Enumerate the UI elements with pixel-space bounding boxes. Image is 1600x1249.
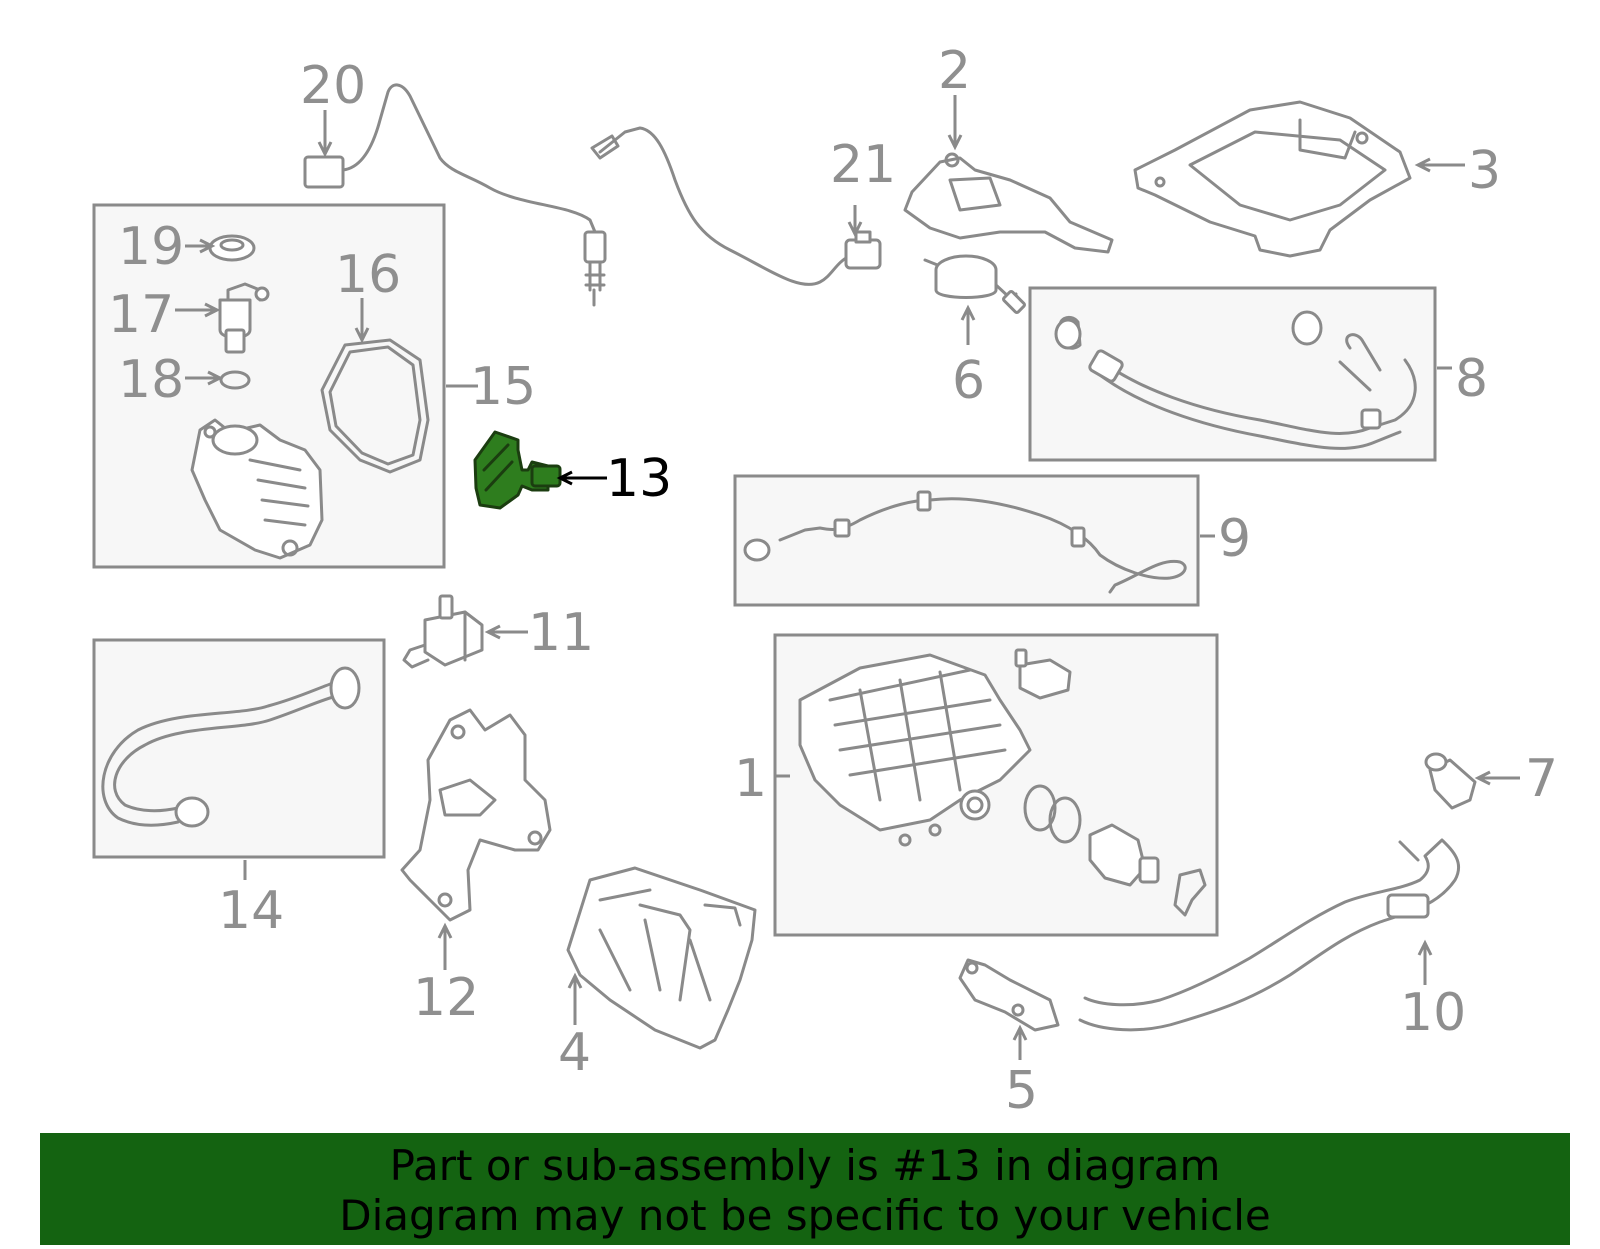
callout-18: 18: [118, 350, 184, 410]
callout-15: 15: [470, 357, 536, 417]
callout-16: 16: [335, 245, 401, 305]
callout-2: 2: [938, 41, 971, 101]
callout-4: 4: [558, 1023, 591, 1083]
part-4-heat-shield: [566, 866, 757, 1050]
part-14-hose: [101, 666, 361, 828]
callout-6: 6: [952, 351, 985, 411]
part-3-support-frame: [1133, 100, 1412, 258]
part-5-bracket: [958, 958, 1060, 1032]
callout-11: 11: [528, 603, 594, 663]
part-17-valve: [218, 282, 270, 354]
callout-8: 8: [1455, 349, 1488, 409]
part-12-bracket: [400, 708, 552, 922]
part-15-housing: [190, 418, 324, 560]
banner-line-2: Diagram may not be specific to your vehi…: [339, 1191, 1271, 1240]
part-10-hose: [1078, 838, 1461, 1032]
callout-12: 12: [413, 968, 479, 1028]
callout-19: 19: [118, 217, 184, 277]
part-18-o-ring: [219, 370, 251, 390]
callout-20: 20: [300, 56, 366, 116]
part-8-vapor-hose: [1054, 310, 1417, 450]
callout-1: 1: [734, 749, 767, 809]
part-7-fitting: [1424, 752, 1477, 810]
part-11-check-valve: [402, 594, 484, 669]
part-19-seal: [208, 234, 256, 262]
callout-14: 14: [218, 881, 284, 941]
leader-lines: [175, 95, 1520, 1060]
callout-7: 7: [1525, 749, 1558, 809]
callout-13[interactable]: 13: [606, 449, 672, 509]
info-banner: Part or sub-assembly is #13 in diagram D…: [40, 1133, 1570, 1245]
callout-21: 21: [830, 135, 896, 195]
part-6-purge-valve: [923, 254, 1026, 314]
callout-17: 17: [108, 285, 174, 345]
callout-5: 5: [1005, 1061, 1038, 1121]
group-box-9: [733, 474, 1200, 607]
callout-3: 3: [1468, 141, 1501, 201]
part-2-bracket: [903, 152, 1114, 254]
part-16-gasket: [320, 338, 430, 474]
callout-10: 10: [1400, 983, 1466, 1043]
part-9-vent-hose: [743, 490, 1187, 594]
banner-line-1: Part or sub-assembly is #13 in diagram: [389, 1141, 1221, 1190]
part-13-highlighted-sensor[interactable]: [473, 430, 562, 510]
group-box-8: [1028, 286, 1437, 462]
part-21-oxygen-sensor: [590, 126, 882, 286]
part-1-evap-canister: [798, 648, 1207, 917]
part-20-oxygen-sensor: [303, 83, 607, 307]
callout-9: 9: [1218, 509, 1251, 569]
